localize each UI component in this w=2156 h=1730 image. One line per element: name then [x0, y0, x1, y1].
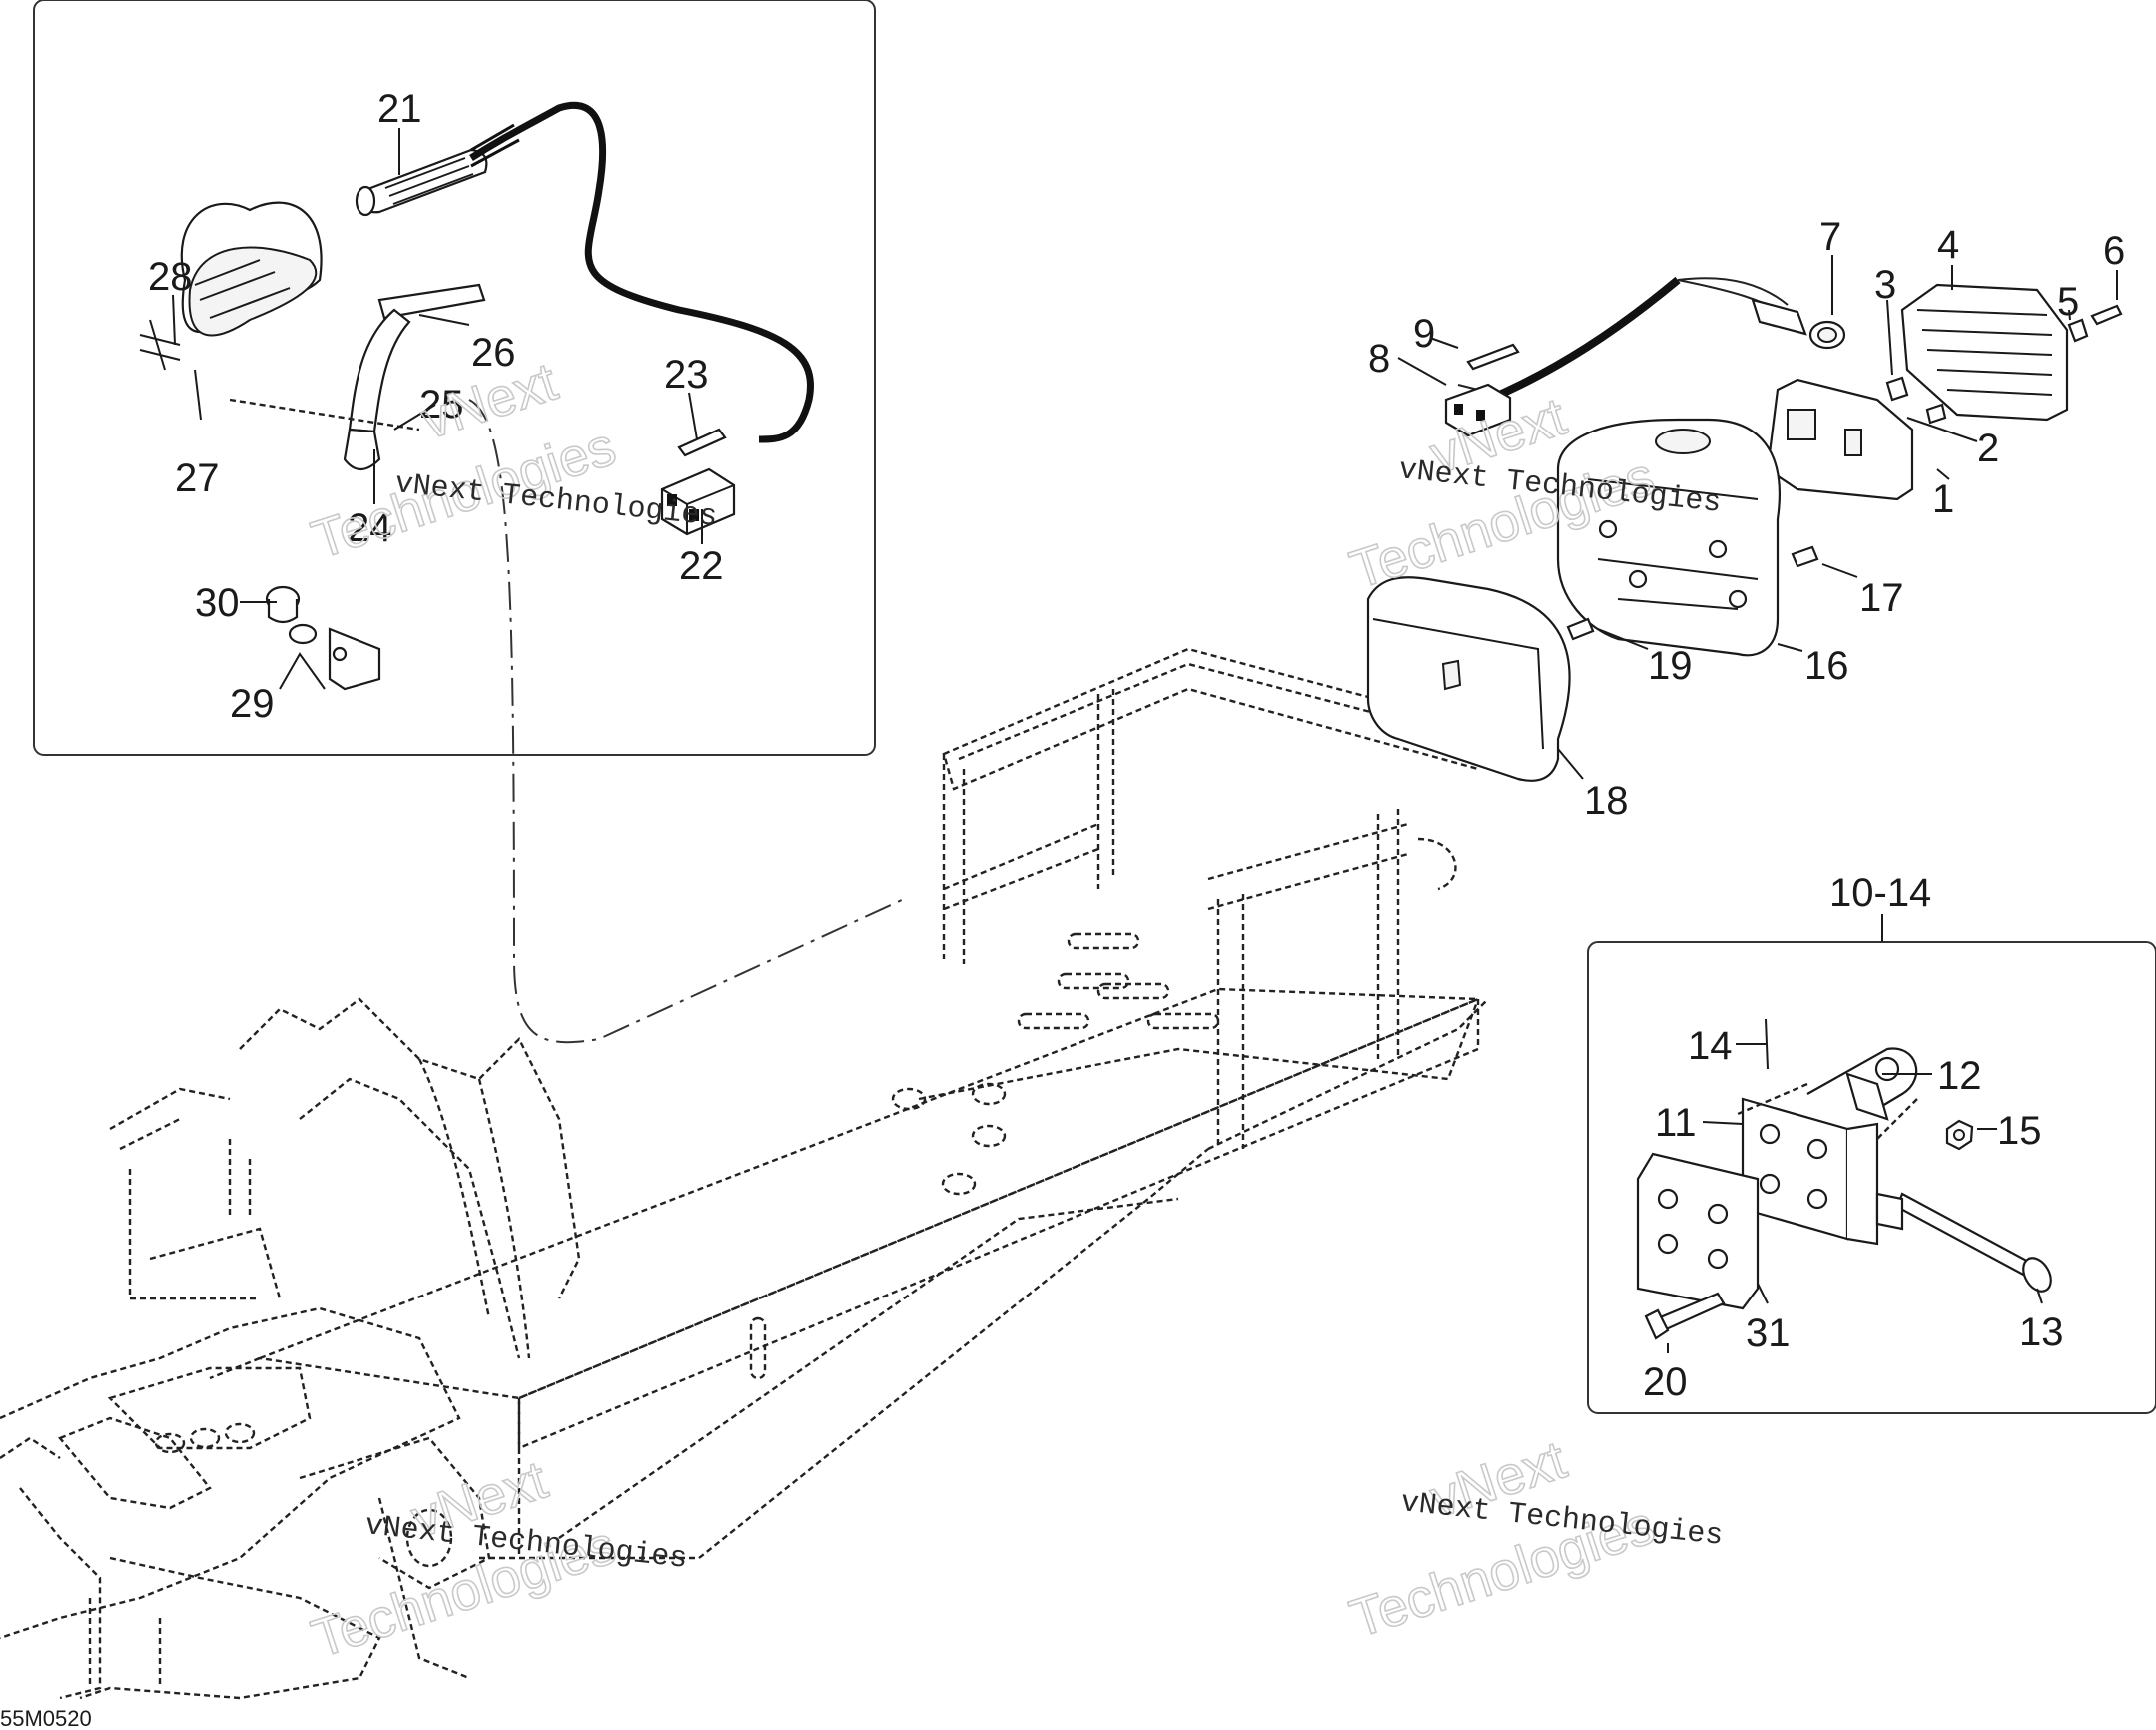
- callout-labels: 21 28 26 25 27 24 23 22 30 29 7 3 4 5 6 …: [148, 87, 2125, 1404]
- inset-panel-hitch: [1587, 941, 2156, 1414]
- callout-24: 24: [348, 506, 392, 550]
- taillight-housing: [1900, 283, 2069, 422]
- callout-26: 26: [471, 331, 516, 375]
- callout-5: 5: [2057, 280, 2079, 324]
- nut: [1945, 1119, 1974, 1151]
- taillight-base: [1556, 418, 1781, 657]
- vehicle-frame: [0, 647, 1490, 1700]
- callout-29: 29: [230, 682, 275, 726]
- hitch-hook: [1737, 1047, 1918, 1140]
- grip-wires: [469, 101, 814, 443]
- callout-7: 7: [1819, 215, 1841, 259]
- grip-connector: [660, 467, 736, 536]
- callout-25: 25: [419, 383, 464, 427]
- callout-23: 23: [664, 353, 709, 397]
- callout-22: 22: [679, 544, 724, 588]
- screw-reflector: [1566, 617, 1595, 641]
- heated-grip-sleeve: [355, 148, 488, 217]
- callout-14: 14: [1688, 1024, 1733, 1068]
- callout-20: 19: [1648, 644, 1693, 688]
- callout-21: 21: [377, 87, 422, 131]
- diagram-code: 55M0520: [0, 1706, 92, 1730]
- inset-panel-heated-grip: [33, 0, 876, 756]
- watermark-bottom-left: vNext Technologies vNext Technologies: [304, 1449, 688, 1670]
- terminal-pin: [677, 428, 727, 457]
- callout-12: 12: [1937, 1054, 1982, 1098]
- callout-30: 30: [195, 581, 240, 625]
- assembly-label: 10-14: [1829, 871, 1931, 915]
- callout-16: 20: [1643, 1360, 1688, 1404]
- callout-27: 27: [175, 456, 220, 500]
- taillight-terminal: [1466, 343, 1520, 371]
- callout-8: 8: [1368, 337, 1390, 381]
- callout-28: 28: [148, 255, 193, 299]
- bulb-socket: [1751, 298, 1846, 350]
- hitch-pin: [1875, 1192, 2052, 1293]
- callout-31: 31: [1746, 1311, 1791, 1355]
- callout-17: 16: [1804, 644, 1849, 688]
- mirror: [180, 201, 323, 337]
- cotter-pin: [1765, 1018, 1769, 1070]
- callout-15: 15: [1997, 1109, 2042, 1153]
- callout-9: 9: [1413, 312, 1435, 356]
- callout-1: 1: [1932, 477, 1954, 521]
- bulb: [1885, 376, 1909, 402]
- callout-6: 6: [2103, 229, 2125, 273]
- callout-2: 2: [1977, 427, 1999, 470]
- screw-small: [2090, 304, 2123, 326]
- callout-13: 13: [2019, 1310, 2064, 1354]
- hitch-plate: [1741, 1097, 1879, 1246]
- callout-3: 3: [1874, 263, 1896, 307]
- taillight-harness: [1486, 276, 1681, 404]
- spacer-block: [1636, 1152, 1760, 1310]
- leader-lines: [172, 128, 2118, 1353]
- callout-11: 11: [1655, 1101, 1697, 1145]
- screw-base: [1791, 545, 1819, 568]
- callout-19: 18: [1584, 779, 1629, 823]
- reflector: [1366, 576, 1571, 782]
- mirror-stem: [229, 283, 486, 471]
- callout-4: 4: [1937, 223, 1959, 267]
- hitch-bolt: [1644, 1292, 1726, 1340]
- washer: [2067, 318, 2089, 343]
- callout-18: 17: [1859, 576, 1904, 620]
- taillight-lens: [1766, 378, 1914, 501]
- heated-grip-switch: [265, 585, 381, 691]
- taillight-connector: [1444, 383, 1512, 437]
- screw: [1925, 403, 1947, 425]
- mirror-fork: [139, 319, 181, 371]
- watermark-bottom-right: vNext Technologies vNext Technologies: [1342, 1429, 1724, 1650]
